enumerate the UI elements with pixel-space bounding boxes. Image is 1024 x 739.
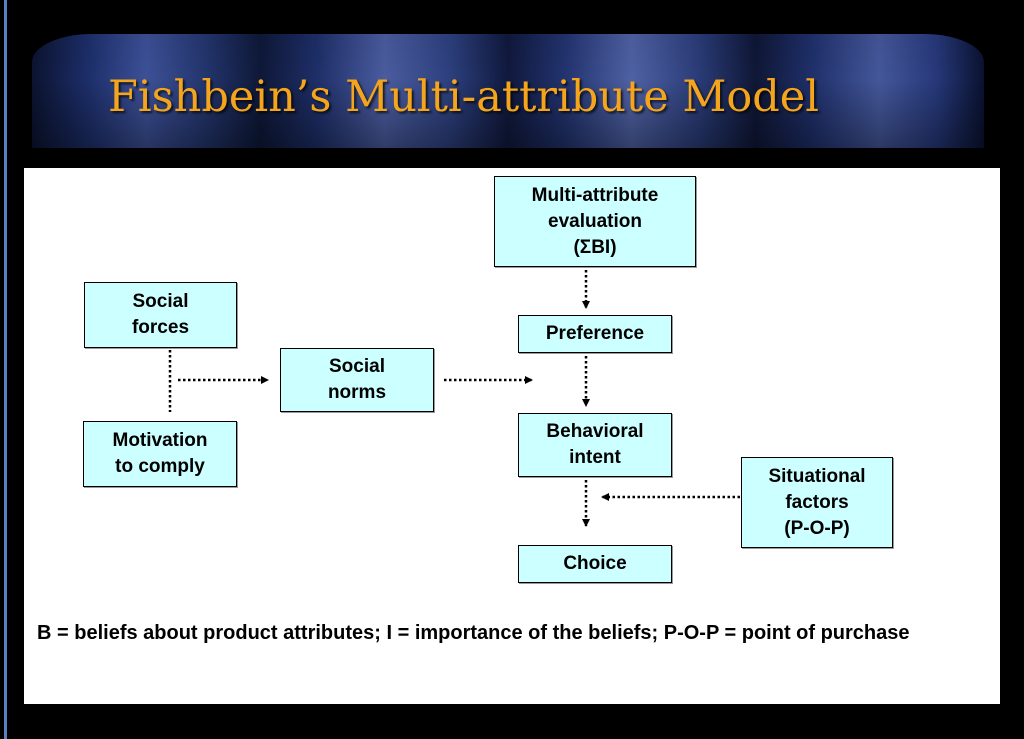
node-behavioral-intent: Behavioral intent <box>518 413 672 477</box>
node-situational-factors: Situational factors (P-O-P) <box>741 457 893 548</box>
node-social-forces: Social forces <box>84 282 237 348</box>
slide-title: Fishbein’s Multi-attribute Model <box>108 72 819 122</box>
node-preference: Preference <box>518 315 672 353</box>
title-banner <box>32 34 984 148</box>
node-choice: Choice <box>518 545 672 583</box>
connector-layer <box>168 270 740 527</box>
diagram-panel: Multi-attribute evaluation (ΣBI) Social … <box>24 168 1000 704</box>
node-motivation-to-comply: Motivation to comply <box>83 421 237 487</box>
footnote: B = beliefs about product attributes; I … <box>37 622 910 644</box>
left-accent-rule <box>4 0 7 739</box>
node-social-norms: Social norms <box>280 348 434 412</box>
node-multi-attribute-evaluation: Multi-attribute evaluation (ΣBI) <box>494 176 696 267</box>
